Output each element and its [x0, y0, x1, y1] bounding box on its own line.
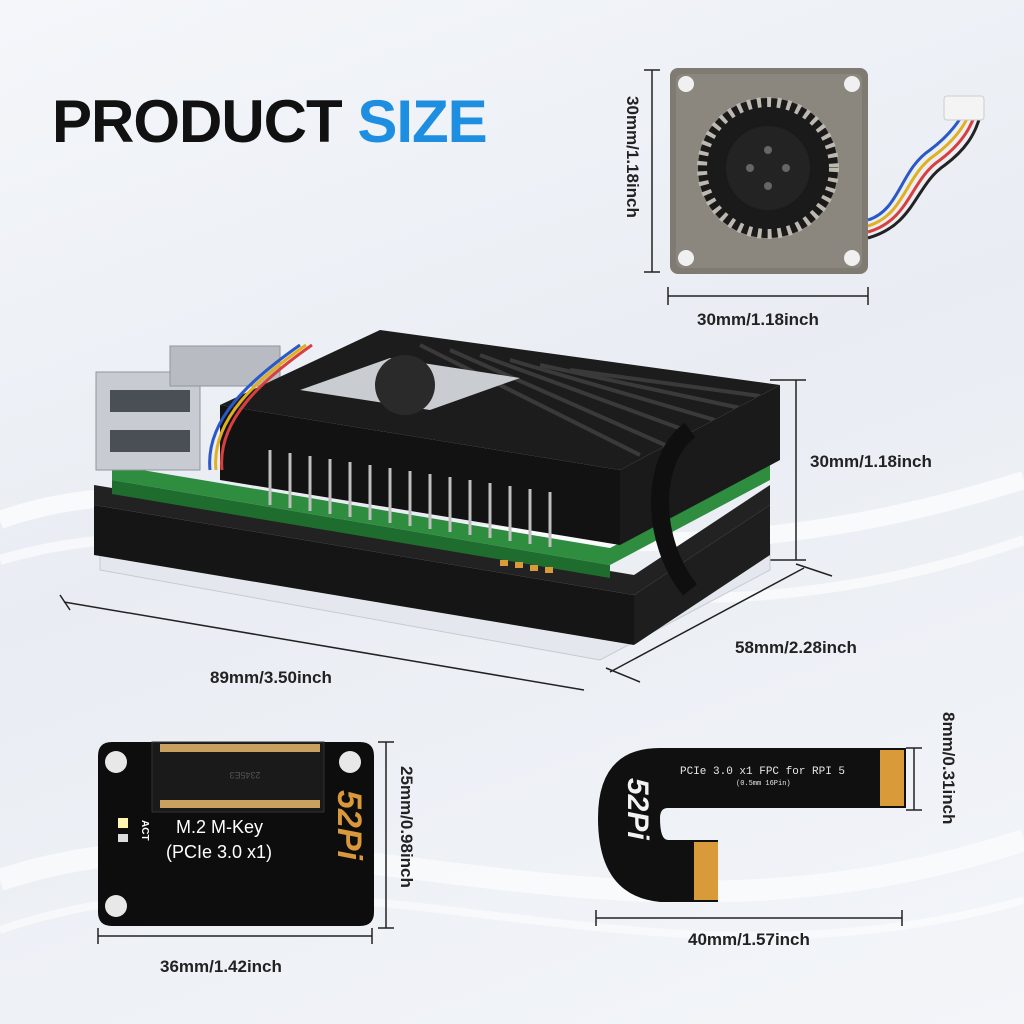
fan-image — [644, 68, 985, 305]
adapter-brand-logo: 52Pi — [330, 790, 368, 860]
adapter-line1: M.2 M-Key — [176, 817, 264, 837]
case-image — [59, 330, 833, 691]
case-length-label: 89mm/3.50inch — [210, 668, 332, 687]
page-title: PRODUCT SIZE — [52, 92, 488, 152]
chip-code: 2345E3 — [229, 770, 260, 780]
adapter-led-label: ACT — [139, 820, 150, 841]
title-word-product: PRODUCT — [52, 88, 343, 155]
fan-width-label: 30mm/1.18inch — [697, 310, 819, 329]
case-height-label: 30mm/1.18inch — [810, 452, 932, 471]
title-word-size: SIZE — [357, 88, 487, 155]
cable-print-line1: PCIe 3.0 x1 FPC for RPI 5 — [680, 766, 846, 778]
adapter-width-label: 36mm/1.42inch — [160, 957, 282, 976]
cable-brand-logo: 52Pi — [621, 778, 654, 840]
cable-height-label: 8mm/0.31inch — [939, 712, 958, 825]
adapter-line2: (PCIe 3.0 x1) — [166, 842, 273, 862]
fpc-cable-image — [595, 747, 922, 926]
m2-adapter-image: 2345E3 — [97, 741, 394, 944]
cable-print-line2: (0.5mm 16Pin) — [736, 780, 791, 788]
adapter-height-label: 25mm/0.98inch — [397, 766, 416, 888]
fan-height-label: 30mm/1.18inch — [623, 96, 642, 218]
case-depth-label: 58mm/2.28inch — [735, 638, 857, 657]
cable-width-label: 40mm/1.57inch — [688, 930, 810, 949]
